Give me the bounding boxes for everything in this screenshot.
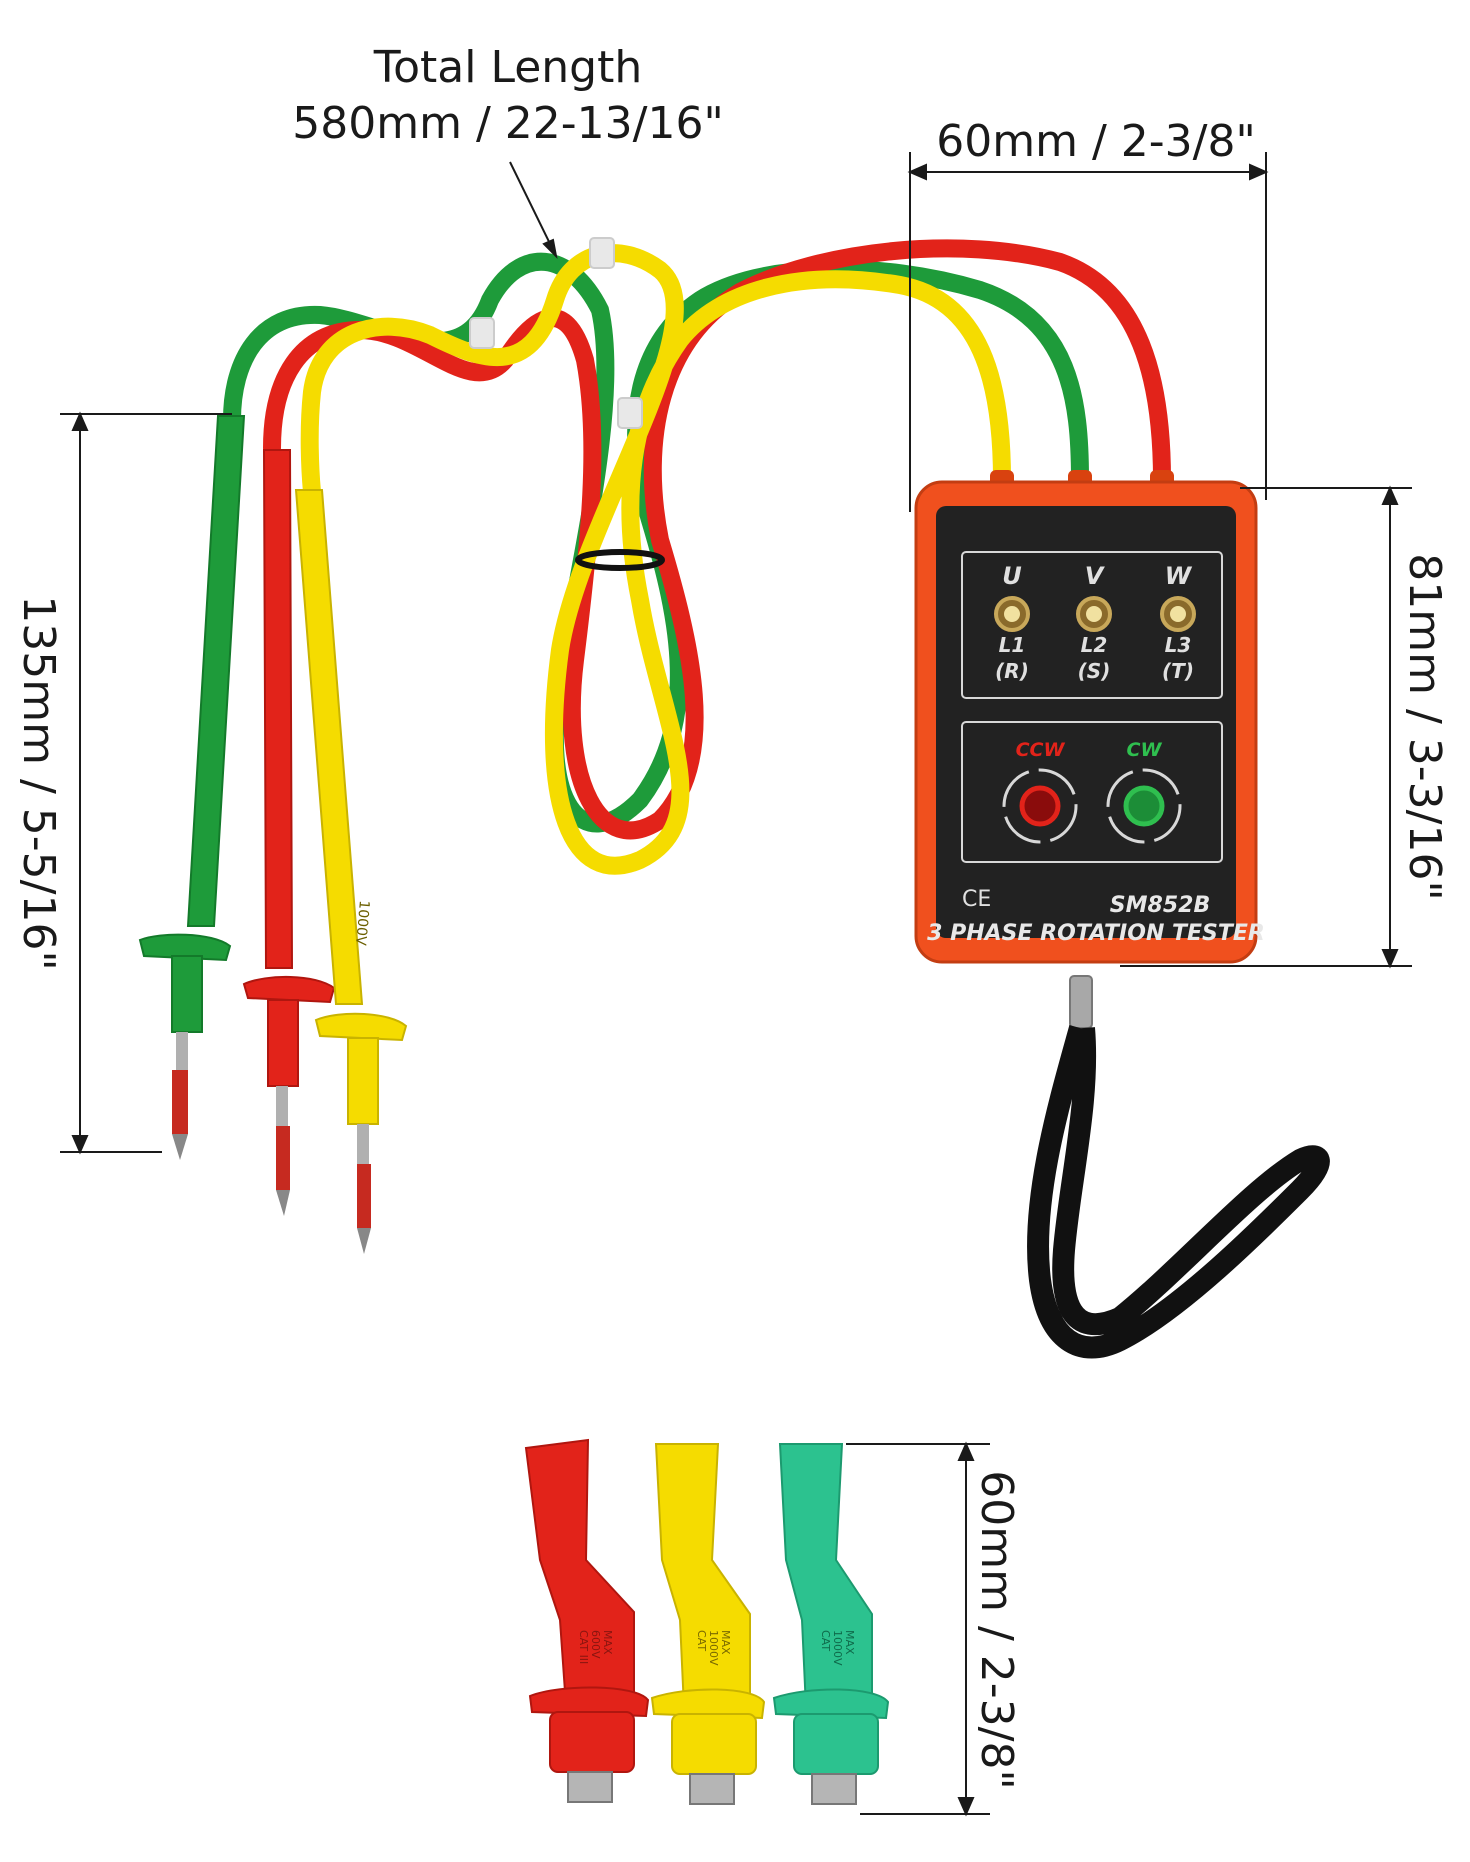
cw-label: CW: [1127, 739, 1163, 761]
test-leads-cables: [223, 237, 1171, 875]
clip-cat-text: CAT III: [577, 1630, 590, 1664]
phase-w: W L3 (T): [1160, 562, 1196, 683]
product-name: 3 PHASE ROTATION TESTER: [927, 921, 1265, 946]
red-alligator-clip: MAX 600V CAT III: [524, 1438, 650, 1803]
rubber-band: [575, 549, 665, 571]
cable-tie: [617, 397, 643, 429]
cw-lamp: [1123, 785, 1165, 827]
test-probes: 1000V: [138, 415, 408, 1254]
clip-max-text: MAX: [719, 1630, 732, 1655]
phase-rotation-tester: U L1 (R) V L2 (S) W L3 (T) CCW CW: [914, 470, 1265, 964]
clip-cat-text: CAT: [695, 1630, 708, 1651]
cw-indicator: [1106, 768, 1182, 844]
phase-indicator-box: [961, 551, 1223, 699]
phase-letter: W: [1165, 562, 1193, 590]
green-probe: [138, 415, 246, 1160]
clip-max-text: MAX: [601, 1630, 614, 1655]
rotation-indicator-box: [961, 721, 1223, 863]
phase-line: L2: [1081, 633, 1108, 657]
cable-tie: [589, 237, 615, 269]
ce-mark: CE: [962, 887, 991, 912]
height-dimension: 81mm / 3-3/16": [1399, 553, 1450, 900]
yellow-probe: 1000V: [294, 489, 408, 1254]
phase-v: V L2 (S): [1076, 562, 1112, 683]
clip-length-dimension: 60mm / 2-3/8": [971, 1470, 1022, 1789]
red-probe: [242, 449, 336, 1216]
phase-code: (S): [1078, 659, 1111, 683]
cable-tie: [469, 317, 495, 349]
probe-rating-text: 1000V: [352, 900, 372, 947]
phase-code: (R): [995, 659, 1029, 683]
clip-rating-text: 600V: [589, 1630, 602, 1659]
clip-rating-text: 1000V: [707, 1630, 720, 1666]
phase-u: U L1 (R): [994, 562, 1030, 683]
yellow-cable: [300, 244, 1011, 875]
yellow-alligator-clip: MAX 1000V CAT: [650, 1443, 766, 1805]
ccw-indicator: [1002, 768, 1078, 844]
phase-letter: V: [1085, 562, 1106, 590]
total-length-value: 580mm / 22-13/16": [292, 98, 723, 149]
green-alligator-clip: MAX 1000V CAT: [772, 1443, 890, 1805]
phase-letter: U: [1002, 562, 1022, 590]
model-number: SM852B: [1110, 893, 1210, 918]
phase-line: L1: [999, 633, 1026, 657]
wrist-lanyard: [1027, 975, 1330, 1359]
clip-rating-text: 1000V: [831, 1630, 844, 1666]
clip-cat-text: CAT: [819, 1630, 832, 1651]
phase-line: L3: [1165, 633, 1192, 657]
phase-code: (T): [1162, 659, 1194, 683]
alligator-clips: MAX 600V CAT III MAX 1000V CAT MAX 1000V…: [524, 1438, 890, 1805]
clip-max-text: MAX: [843, 1630, 856, 1655]
ccw-label: CCW: [1016, 739, 1066, 761]
width-dimension: 60mm / 2-3/8": [936, 116, 1255, 167]
red-cable: [263, 239, 1171, 840]
ccw-lamp: [1019, 785, 1061, 827]
dimension-lines: [60, 152, 1412, 1817]
total-length-label: Total Length: [373, 42, 643, 93]
probe-length-dimension: 135mm / 5-5/16": [13, 595, 64, 970]
